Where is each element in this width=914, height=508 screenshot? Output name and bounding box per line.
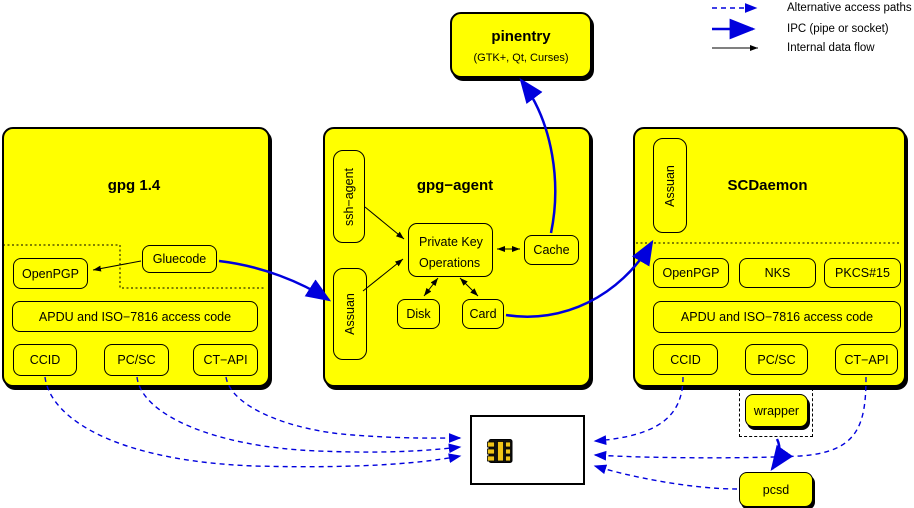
scdaemon-apdu-label: APDU and ISO−7816 access code [680, 310, 874, 324]
ssh-agent-label: ssh−agent [342, 167, 357, 226]
gpg14-apdu-label: APDU and ISO−7816 access code [38, 309, 232, 324]
gpg14-ctapi-box: CT−API [193, 344, 258, 376]
gpg-agent-assuan-box: Assuan [333, 268, 367, 360]
scdaemon-nks-label: NKS [764, 266, 791, 280]
pko-line1: Private Key [419, 235, 483, 249]
scdaemon-title: SCDaemon [727, 177, 808, 194]
gpg14-gluecode-box: Gluecode [142, 245, 217, 273]
pinentry-box: pinentry (GTK+, Qt, Curses) [450, 12, 592, 78]
disk-box: Disk [397, 299, 440, 329]
card-box: Card [462, 299, 504, 329]
scdaemon-nks-box: NKS [739, 258, 816, 288]
gpg14-ccid-box: CCID [13, 344, 77, 376]
scdaemon-ccid-label: CCID [670, 352, 701, 367]
scdaemon-pkcs15-box: PKCS#15 [824, 258, 901, 288]
gpg14-gluecode-label: Gluecode [152, 252, 207, 266]
private-key-operations-box: Private Key Operations [408, 223, 493, 277]
smartcard-chip-icon [487, 439, 513, 463]
card-label: Card [469, 307, 497, 321]
legend-alt-label: Alternative access paths [787, 2, 912, 14]
pko-line2: Operations [419, 256, 481, 270]
gpg14-ctapi-label: CT−API [203, 353, 248, 367]
scdaemon-pcsc-label: PC/SC [757, 352, 796, 367]
gpg14-apdu-box: APDU and ISO−7816 access code [12, 301, 258, 332]
smartcard [470, 415, 585, 485]
gpg14-openpgp-box: OpenPGP [13, 258, 88, 289]
scdaemon-assuan-box: Assuan [653, 138, 687, 233]
cache-label: Cache [533, 243, 570, 257]
scdaemon-ctapi-box: CT−API [835, 344, 898, 375]
scdaemon-ccid-box: CCID [653, 344, 718, 375]
wrapper-label: wrapper [753, 403, 800, 418]
disk-label: Disk [406, 307, 431, 321]
pinentry-subtitle: (GTK+, Qt, Curses) [473, 52, 569, 64]
scdaemon-ctapi-label: CT−API [844, 352, 889, 367]
legend-ipc-label: IPC (pipe or socket) [787, 23, 889, 35]
pcsd-label: pcsd [762, 482, 790, 497]
cache-box: Cache [524, 235, 579, 265]
gpg14-ccid-label: CCID [29, 353, 61, 367]
pcsd-box: pcsd [739, 472, 813, 507]
gpg14-title: gpg 1.4 [107, 177, 161, 194]
scdaemon-pcsc-box: PC/SC [745, 344, 808, 375]
pinentry-title: pinentry [491, 28, 551, 45]
gpg14-openpgp-label: OpenPGP [22, 266, 79, 281]
scdaemon-openpgp-label: OpenPGP [662, 266, 720, 280]
scdaemon-pkcs15-label: PKCS#15 [835, 266, 890, 280]
wrapper-box: wrapper [745, 394, 808, 427]
scdaemon-apdu-box: APDU and ISO−7816 access code [653, 301, 901, 333]
gpg14-pcsc-label: PC/SC [117, 353, 156, 367]
legend-samples [712, 3, 758, 51]
gpg14-pcsc-box: PC/SC [104, 344, 169, 376]
legend-internal-label: Internal data flow [787, 42, 875, 54]
scdaemon-openpgp-box: OpenPGP [653, 258, 729, 288]
gpg-agent-title: gpg−agent [416, 177, 494, 194]
gpg-agent-ssh-agent-box: ssh−agent [333, 150, 365, 243]
gpg-agent-assuan-label: Assuan [343, 293, 358, 335]
scdaemon-assuan-label: Assuan [663, 164, 678, 207]
